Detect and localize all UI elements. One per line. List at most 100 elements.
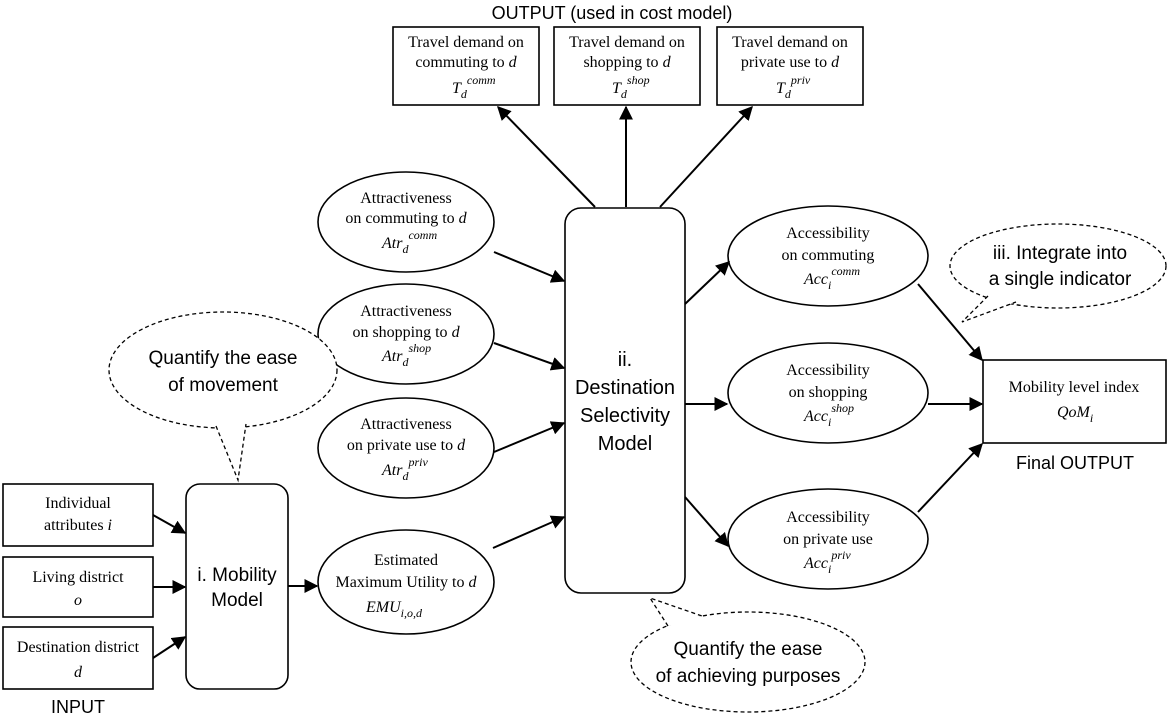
acc-formula: Accishop bbox=[803, 401, 854, 429]
final-formula: QoMi bbox=[1057, 404, 1093, 425]
emu-line2: Maximum Utility to bbox=[336, 574, 465, 591]
input-label: INPUT bbox=[51, 697, 105, 717]
output-var: d bbox=[509, 54, 518, 71]
svg-text:on commuting to d: on commuting to d bbox=[345, 210, 467, 227]
svg-text:on private use to d: on private use to d bbox=[347, 437, 466, 454]
arrow-atr-private-to-dsm bbox=[493, 421, 566, 453]
attractiveness-private-ellipse: Attractiveness on private use to d Atrdp… bbox=[317, 397, 495, 499]
output-line1: Travel demand on bbox=[408, 34, 524, 51]
accessibility-shopping-ellipse: Accessibility on shopping Accishop bbox=[727, 342, 929, 444]
acc-line2: on private use bbox=[783, 531, 873, 548]
atr-formula: Atrdshop bbox=[381, 341, 431, 369]
emu-line1: Estimated bbox=[374, 552, 438, 569]
arrow-emu-to-dsm bbox=[492, 515, 566, 549]
arrow-acc-commuting-to-final bbox=[917, 283, 983, 362]
atr-formula: Atrdcomm bbox=[381, 228, 437, 256]
atr-var: d bbox=[452, 324, 461, 341]
dsm-line2: Destination bbox=[575, 377, 675, 399]
acc-line1: Accessibility bbox=[786, 225, 870, 242]
arrow-destination-to-mobility bbox=[152, 636, 187, 659]
svg-text:private use to d: private use to d bbox=[741, 54, 840, 71]
svg-text:attributes i: attributes i bbox=[44, 517, 112, 534]
acc-formula: Accicomm bbox=[803, 264, 860, 292]
output-formula: Tdpriv bbox=[776, 73, 811, 101]
bubble-line1: Quantify the ease bbox=[149, 348, 298, 369]
arrow-dsm-to-acc-private bbox=[684, 496, 729, 548]
output-formula: Tdshop bbox=[612, 73, 650, 101]
mobility-model-line2: Model bbox=[211, 590, 263, 611]
arrow-dsm-to-output-private bbox=[659, 105, 753, 208]
acc-line1: Accessibility bbox=[786, 509, 870, 526]
atr-line1: Attractiveness bbox=[360, 303, 452, 320]
emu-ellipse: Estimated Maximum Utility to d EMUi,o,d bbox=[317, 529, 495, 635]
attractiveness-commuting-ellipse: Attractiveness on commuting to d Atrdcom… bbox=[317, 171, 495, 273]
input-var: o bbox=[74, 592, 82, 609]
output-var: d bbox=[831, 54, 840, 71]
output-box-commuting: Travel demand on commuting to d Tdcomm bbox=[392, 26, 540, 106]
atr-var: d bbox=[459, 210, 468, 227]
output-box-shopping: Travel demand on shopping to d Tdshop bbox=[553, 26, 701, 106]
emu-var: d bbox=[468, 574, 477, 591]
acc-line2: on shopping bbox=[789, 384, 868, 401]
emu-formula: EMUi,o,d bbox=[365, 599, 423, 620]
svg-text:on shopping to d: on shopping to d bbox=[352, 324, 460, 341]
output-line1: Travel demand on bbox=[569, 34, 685, 51]
output-line2: private use to bbox=[741, 54, 827, 71]
output-line2: commuting to bbox=[415, 54, 504, 71]
atr-line1: Attractiveness bbox=[360, 416, 452, 433]
input-line1: Living district bbox=[32, 569, 124, 586]
final-output-label: Final OUTPUT bbox=[1016, 453, 1134, 473]
acc-line1: Accessibility bbox=[786, 362, 870, 379]
input-box-destination: Destination district d bbox=[2, 626, 154, 690]
atr-formula: Atrdpriv bbox=[381, 455, 428, 483]
dsm-line3: Selectivity bbox=[580, 405, 670, 427]
input-box-individual: Individual attributes i bbox=[2, 483, 154, 547]
mobility-level-index-box: Mobility level index QoMi bbox=[982, 359, 1167, 444]
input-var: d bbox=[74, 664, 83, 681]
destination-selectivity-model-box: ii. Destination Selectivity Model bbox=[564, 207, 686, 594]
atr-line1: Attractiveness bbox=[360, 190, 452, 207]
input-var: i bbox=[108, 517, 112, 534]
bubble-quantify-purposes: Quantify the ease of achieving purposes bbox=[630, 596, 866, 713]
arrow-atr-shopping-to-dsm bbox=[493, 342, 566, 371]
svg-text:Maximum Utility to d: Maximum Utility to d bbox=[336, 574, 478, 591]
bubble-line1: Quantify the ease bbox=[674, 639, 823, 660]
bubble-line2: of achieving purposes bbox=[656, 666, 841, 687]
output-line2: shopping to bbox=[583, 54, 658, 71]
atr-line2: on shopping to bbox=[352, 324, 447, 341]
arrow-dsm-to-acc-commuting bbox=[684, 261, 731, 305]
output-header: OUTPUT (used in cost model) bbox=[492, 3, 733, 23]
atr-var: d bbox=[457, 437, 466, 454]
atr-line2: on private use to bbox=[347, 437, 453, 454]
input-line1: Individual bbox=[45, 495, 111, 512]
accessibility-commuting-ellipse: Accessibility on commuting Accicomm bbox=[727, 205, 929, 307]
mobility-model-box: i. Mobility Model bbox=[185, 483, 289, 690]
attractiveness-shopping-ellipse: Attractiveness on shopping to d Atrdshop bbox=[317, 283, 495, 385]
bubble-line2: a single indicator bbox=[989, 269, 1132, 290]
dsm-line4: Model bbox=[598, 433, 652, 455]
bubble-line1: iii. Integrate into bbox=[993, 243, 1127, 264]
bubble-quantify-movement: Quantify the ease of movement bbox=[108, 311, 338, 483]
input-line2: attributes bbox=[44, 517, 104, 534]
arrows bbox=[152, 105, 984, 659]
output-formula: Tdcomm bbox=[452, 73, 496, 101]
mobility-model-line1: i. Mobility bbox=[197, 565, 277, 586]
acc-formula: Accipriv bbox=[803, 548, 851, 576]
accessibility-private-ellipse: Accessibility on private use Accipriv bbox=[727, 488, 929, 590]
output-line1: Travel demand on bbox=[732, 34, 848, 51]
atr-line2: on commuting to bbox=[345, 210, 454, 227]
arrow-dsm-to-output-commuting bbox=[497, 105, 596, 208]
arrow-acc-private-to-final bbox=[917, 442, 983, 513]
bubble-integrate: iii. Integrate into a single indicator bbox=[949, 223, 1167, 323]
bubble-line2: of movement bbox=[168, 375, 279, 396]
input-box-living: Living district o bbox=[2, 556, 154, 618]
svg-text:shopping to d: shopping to d bbox=[583, 54, 671, 71]
arrow-atr-commuting-to-dsm bbox=[493, 251, 566, 283]
arrow-individual-to-mobility bbox=[152, 514, 187, 534]
svg-text:commuting to d: commuting to d bbox=[415, 54, 517, 71]
input-line1: Destination district bbox=[17, 639, 140, 656]
acc-line2: on commuting bbox=[782, 247, 875, 264]
final-line1: Mobility level index bbox=[1009, 379, 1140, 396]
output-var: d bbox=[663, 54, 672, 71]
